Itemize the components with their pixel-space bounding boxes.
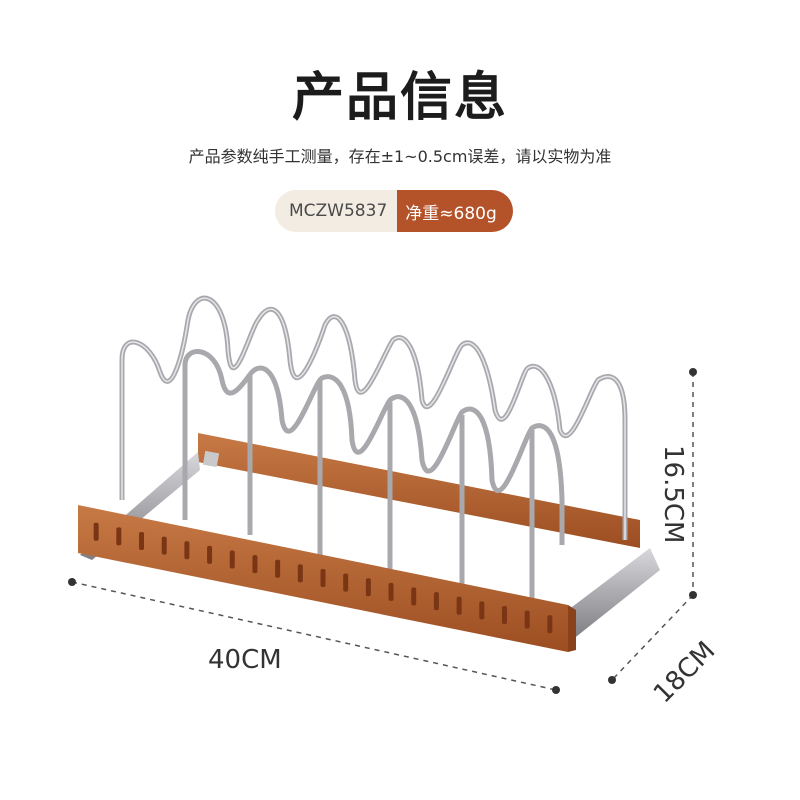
dimension-lines <box>71 372 694 691</box>
right-steel-bar <box>568 548 660 640</box>
front-wood-rail <box>78 505 576 652</box>
dimension-endpoints <box>68 368 697 694</box>
measurement-note: 产品参数纯手工测量，存在±1~0.5cm误差，请以实物为准 <box>188 147 612 166</box>
model-number: MCZW5837 <box>275 190 398 232</box>
width-dimension-label: 40CM <box>208 645 282 675</box>
rail-slots <box>93 522 553 634</box>
height-dimension-label: 16.5CM <box>658 445 688 544</box>
net-weight: 净重≈680g <box>397 190 513 232</box>
front-wave-wire <box>182 349 565 545</box>
page-title: 产品信息 <box>291 68 508 128</box>
product-badge: MCZW5837 净重≈680g <box>275 190 513 232</box>
